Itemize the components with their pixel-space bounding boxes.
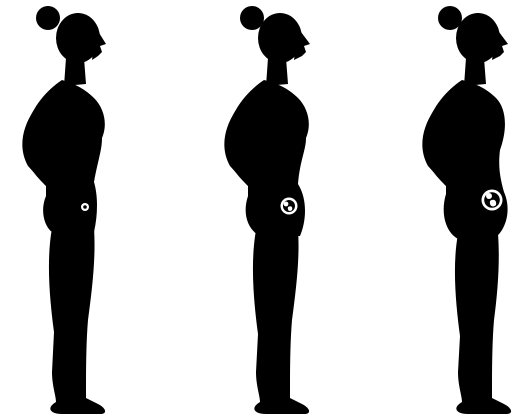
woman-silhouette-late <box>422 6 511 414</box>
woman-silhouette-middle <box>224 6 310 414</box>
fetus-icon <box>281 198 298 215</box>
fetus-icon <box>482 190 503 211</box>
embryo-icon <box>81 203 89 211</box>
woman-silhouette-early <box>22 6 106 414</box>
